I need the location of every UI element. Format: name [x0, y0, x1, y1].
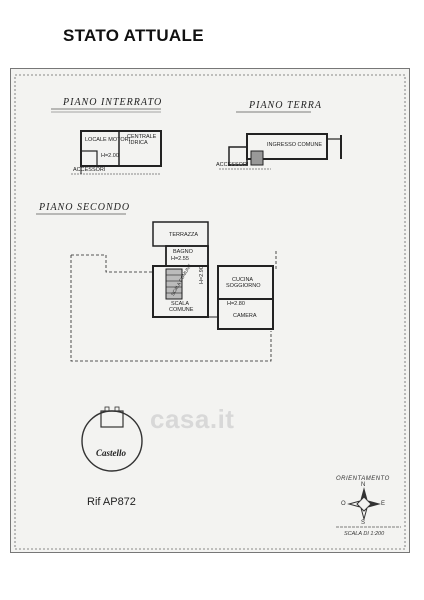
- floor-plan-drawing: [14, 74, 406, 550]
- compass-n-label: N: [361, 482, 366, 488]
- accessori-terra: ACCESSORI: [216, 162, 249, 168]
- terra-side-room: [228, 146, 248, 166]
- room-comune: COMUNE: [169, 307, 194, 313]
- room-ingresso-comune: INGRESSO COMUNE: [267, 142, 323, 148]
- compass-south: [360, 506, 368, 521]
- castello-logo: [81, 406, 143, 472]
- height-interrato: H=2.00: [101, 153, 119, 159]
- floor-label-interrato: PIANO INTERRATO: [63, 97, 163, 108]
- room-locale-motori: LOCALE MOTORI: [85, 137, 131, 143]
- room-scala: SCALA: [171, 301, 190, 307]
- floor-plan-sheet: PIANO INTERRATO PIANO TERRA PIANO SECOND…: [10, 68, 410, 553]
- floor-label-secondo: PIANO SECONDO: [39, 202, 131, 213]
- reference-code: Rif AP872: [87, 496, 136, 508]
- compass-o-label: O: [341, 501, 346, 507]
- room-soggiorno: SOGGIORNO: [226, 283, 261, 289]
- compass-e-label: E: [381, 501, 386, 507]
- compass-north: [360, 487, 368, 502]
- room-camera: CAMERA: [233, 313, 257, 319]
- room-centrale-line1: CENTRALE: [127, 134, 157, 140]
- interrato-stair: [80, 150, 98, 167]
- compass-s-label: S: [361, 520, 366, 526]
- room-cucina: CUCINA: [232, 277, 254, 283]
- stair-steps: [165, 268, 183, 300]
- terra-stair: [250, 150, 264, 166]
- room-bagno: BAGNO: [173, 249, 193, 255]
- compass-west: [347, 500, 362, 508]
- orientamento-label: ORIENTAMENTO: [336, 476, 390, 482]
- plan-interrato: [71, 130, 162, 175]
- floor-label-terra: PIANO TERRA: [249, 100, 322, 111]
- logo-name: Castello: [96, 448, 127, 458]
- room-terrazza: TERRAZZA: [169, 232, 199, 238]
- accessori-interrato: ACCESSORI: [73, 167, 106, 173]
- height-290: H=2.90: [199, 266, 205, 284]
- interrato-outer-wall: [80, 130, 162, 167]
- watermark: casa.it: [150, 404, 235, 434]
- logo-circle: [81, 410, 143, 472]
- height-280: H=2.80: [227, 301, 245, 307]
- height-bagno: H=2.55: [171, 256, 189, 262]
- page-title: STATO ATTUALE: [63, 26, 204, 45]
- scale-label: SCALA DI 1:200: [344, 531, 385, 537]
- compass-rose: [347, 487, 381, 521]
- plan-secondo: [70, 221, 277, 362]
- room-centrale-line2: IDRICA: [129, 140, 148, 146]
- plan-terra: [219, 133, 342, 170]
- compass-east: [366, 500, 381, 508]
